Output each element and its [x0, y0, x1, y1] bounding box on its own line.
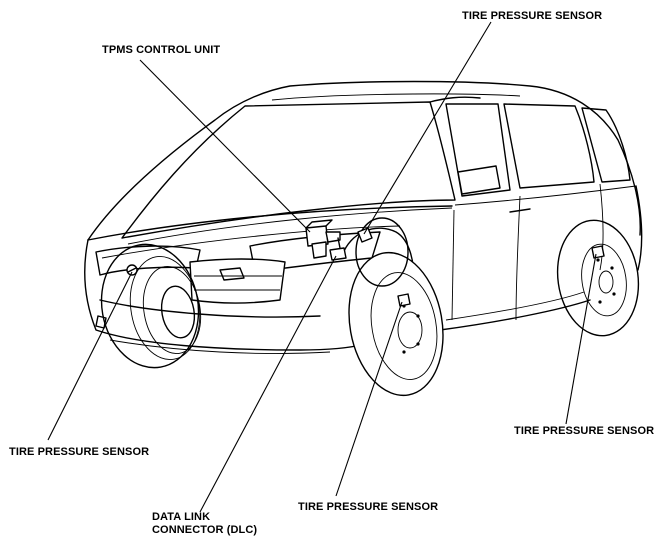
- sensor-front-right-upper: [357, 227, 373, 243]
- label-tpms-control-unit: TPMS CONTROL UNIT: [102, 44, 221, 56]
- label-tire-sensor-right: TIRE PRESSURE SENSOR: [514, 425, 655, 437]
- label-tire-sensor-bottom-center: TIRE PRESSURE SENSOR: [298, 501, 439, 513]
- leader-tire-sensor-top-right: [363, 21, 492, 235]
- front-left-wheel: [100, 243, 202, 369]
- leader-tpms-control-unit: [139, 59, 311, 233]
- label-tire-sensor-top-right: TIRE PRESSURE SENSOR: [462, 10, 603, 22]
- sensor-rear: [591, 245, 605, 259]
- leader-lines: [47, 21, 597, 513]
- leader-tire-sensor-left: [47, 271, 133, 441]
- front-right-wheel: [348, 217, 444, 397]
- rear-wheel: [556, 219, 640, 337]
- leader-tire-sensor-bottom-center: [335, 301, 403, 497]
- tpms-control-unit-component: [305, 219, 341, 259]
- leader-dlc: [199, 255, 337, 513]
- leader-tire-sensor-right: [565, 253, 597, 425]
- label-tire-sensor-left: TIRE PRESSURE SENSOR: [9, 446, 150, 458]
- label-dlc-line2: CONNECTOR (DLC): [152, 524, 258, 536]
- sensor-front-right-lower: [397, 293, 411, 307]
- sensor-front-left: [126, 264, 138, 276]
- label-dlc-line1: DATA LINK: [152, 511, 211, 523]
- dlc-component: [329, 237, 347, 261]
